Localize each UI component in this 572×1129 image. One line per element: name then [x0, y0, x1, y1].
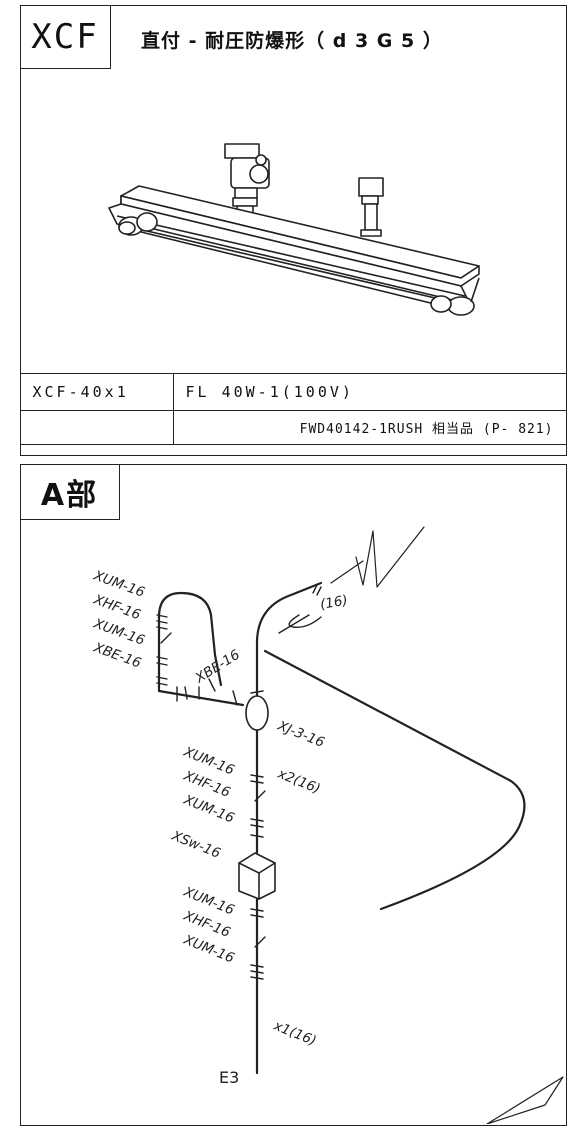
spec-table: XCF-40x1 FL 40W-1(100V) FWD40142-1RUSH 相…: [19, 373, 567, 445]
switch-box: [238, 852, 276, 900]
label-wire-2: x2(16): [275, 765, 323, 797]
label-switch: XSw-16: [169, 827, 223, 861]
wiring-diagram: XUM-16 XHF-16 XUM-16 XBE-16 XBE-16 (16) …: [91, 526, 564, 1124]
main-conduit: [255, 581, 323, 1075]
section-title: A部: [19, 463, 120, 520]
fixture-illustration: [108, 143, 480, 316]
junction-box: [245, 695, 269, 731]
break-line: [355, 526, 425, 588]
label-xbe-2: XBE-16: [192, 647, 243, 687]
spec-empty-cell: [19, 410, 174, 445]
wiring-labels: XUM-16 XHF-16 XUM-16 XBE-16 XBE-16 (16) …: [91, 567, 349, 1087]
spec-equivalent: FWD40142-1RUSH 相当品 (P- 821): [172, 410, 567, 445]
fixture-housing: [108, 185, 480, 316]
wiring-panel: XUM-16 XHF-16 XUM-16 XBE-16 XBE-16 (16) …: [19, 463, 567, 1126]
fixture-title: 直付 - 耐圧防爆形（ d 3 G 5 ）: [141, 30, 443, 52]
folded-corner: [486, 1076, 564, 1124]
fixture-code: XCF: [19, 4, 111, 69]
label-wire-1: x1(16): [271, 1017, 319, 1049]
diagonal-conduit: [263, 649, 526, 911]
label-junction: XJ-3-16: [275, 717, 327, 750]
label-conduit-top: (16): [319, 592, 349, 613]
spec-lamp: FL 40W-1(100V): [172, 373, 567, 411]
spec-model: XCF-40x1: [19, 373, 174, 411]
fixture-panel: XCF 直付 - 耐圧防爆形（ d 3 G 5 ）: [19, 4, 567, 456]
loop-conduit: [157, 591, 223, 693]
label-ground: E3: [219, 1068, 239, 1087]
mounting-bracket-right: [358, 177, 384, 237]
